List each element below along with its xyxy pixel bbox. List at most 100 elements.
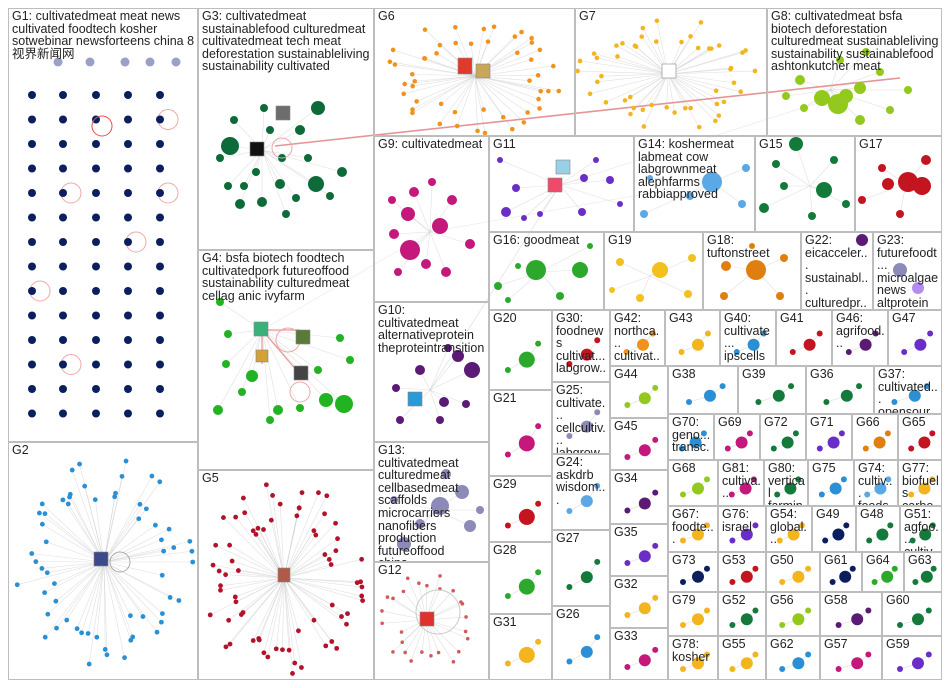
edge (429, 347, 449, 391)
edge (474, 75, 525, 123)
group-id: G66 (856, 415, 880, 429)
group-id: G77: (902, 461, 930, 475)
g5-node (322, 511, 327, 517)
g15-node (830, 156, 838, 164)
group-g17: G17 (855, 136, 942, 232)
g2-node (104, 652, 110, 658)
g11-node (578, 208, 586, 216)
group-label: G4: bsfa biotech foodtech cultivatedpork… (202, 252, 371, 302)
g3-node (216, 154, 224, 162)
g4-node (246, 370, 258, 382)
edge (55, 561, 105, 602)
g8-node (886, 106, 894, 114)
group-label: G64 (866, 554, 901, 567)
g2-node (43, 539, 49, 545)
g61-node (849, 565, 856, 572)
g43-node (692, 338, 704, 351)
g3-node (257, 197, 267, 207)
edge (103, 561, 134, 638)
g5-node (299, 665, 304, 670)
edge (611, 275, 651, 291)
edge (235, 577, 285, 603)
g75-node (829, 482, 842, 495)
edge (17, 561, 105, 586)
edge (261, 149, 287, 215)
g8-node (814, 90, 830, 106)
g66-node (884, 430, 891, 437)
g6-node (434, 51, 439, 56)
g2-node (152, 522, 158, 528)
g5-node (221, 515, 226, 520)
group-g18: G18: tuftonstreet (703, 232, 801, 310)
edge (429, 355, 459, 391)
g5-node (233, 514, 239, 520)
g2-node (42, 634, 48, 640)
group-g49: G49 (812, 506, 856, 552)
g1-node (124, 189, 132, 197)
group-g29: G29 (489, 476, 552, 542)
group-g39: G39 (738, 366, 806, 414)
g5-node (240, 495, 246, 501)
group-terms: agfoo... cultiv... (904, 519, 939, 552)
g80-node (795, 476, 802, 483)
group-terms: cultivatedmeat bsfa biotech deforestatio… (771, 9, 942, 74)
g6-node (525, 110, 530, 115)
group-terms: global... (770, 507, 807, 547)
self-loop-ring (109, 551, 131, 573)
g56-node (779, 622, 786, 628)
group-id: G49 (816, 507, 840, 521)
g46-node (872, 330, 879, 337)
g1-node (28, 385, 36, 393)
g5-node (322, 552, 328, 557)
g74-node (885, 476, 892, 483)
g4-node (314, 366, 322, 374)
g7-node (603, 100, 609, 105)
g1-node (59, 385, 67, 393)
g3-node (252, 168, 260, 176)
edge (261, 329, 271, 421)
group-terms: cultiv... foods... (858, 473, 893, 506)
g36-node (823, 399, 830, 405)
g2-node (136, 516, 142, 522)
g5-node (227, 542, 232, 548)
g44-node (638, 392, 651, 405)
g9-node (465, 239, 475, 249)
g6-node (481, 107, 486, 112)
g8-node (904, 86, 912, 94)
g44-node (652, 384, 659, 391)
group-g19: G19 (604, 232, 703, 310)
g1-node (156, 238, 164, 246)
g56-node (792, 613, 805, 626)
edge (261, 107, 319, 151)
avatar-icon (661, 63, 677, 79)
g6-node (535, 73, 541, 78)
g15-node (759, 203, 769, 213)
g2-node (167, 595, 173, 600)
g27-node (566, 584, 573, 590)
g55-node (752, 651, 759, 658)
g46-node (845, 349, 852, 355)
g6-node (521, 120, 527, 125)
edge (809, 185, 813, 217)
group-label: G72 (764, 416, 803, 429)
group-g65: G65 (898, 414, 942, 460)
g2-node (54, 625, 59, 631)
g12-node (451, 588, 455, 593)
edge (47, 561, 105, 615)
g5-node (210, 562, 216, 568)
g60-node (912, 613, 924, 626)
g67-node (704, 522, 710, 529)
g7-node (695, 45, 701, 51)
edge (439, 75, 476, 125)
g14-node (738, 200, 746, 208)
group-g16: G16: goodmeat (489, 232, 604, 310)
group-g73: G73 (668, 552, 718, 592)
g16-node (494, 282, 502, 290)
g57-node (835, 666, 842, 672)
g56-node (805, 607, 812, 614)
g73-node (692, 570, 704, 583)
g8-node (862, 48, 870, 56)
edge (261, 149, 297, 199)
g66-node (873, 436, 886, 449)
group-id: G11 (493, 137, 516, 151)
